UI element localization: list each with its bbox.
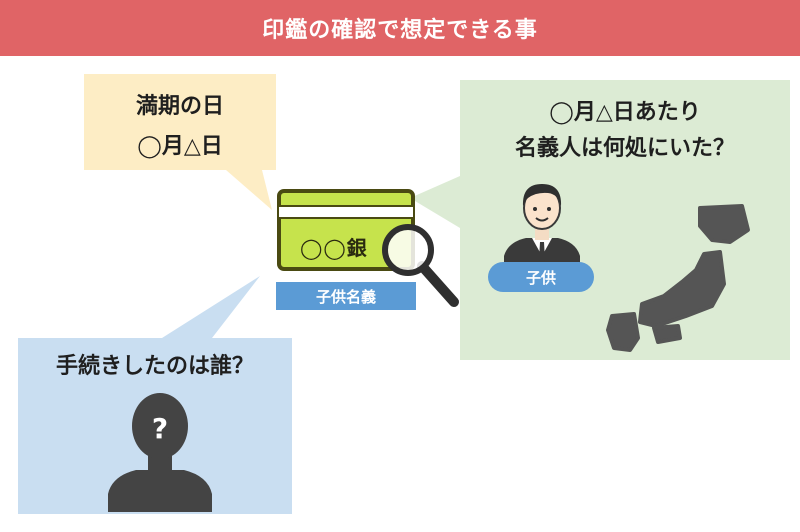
maturity-bubble-shape xyxy=(84,74,276,210)
passbook-name-label: 子供名義 xyxy=(276,282,416,310)
businessman-icon xyxy=(504,184,580,272)
japan-map-icon xyxy=(606,204,750,352)
passbook-owner-text: 子供名義 xyxy=(315,287,376,306)
maturity-date: ◯月△日 xyxy=(137,134,223,159)
procedure-bubble: 手続きしたのは誰？ xyxy=(18,338,292,379)
header-bar: 印鑑の確認で想定できる事 xyxy=(0,0,800,56)
unknown-question-mark: ? xyxy=(151,412,169,445)
passbook-bank-name: ◯◯銀 xyxy=(300,236,368,260)
unknown-person-icon xyxy=(108,393,212,512)
person-badge: 子供 xyxy=(488,262,594,292)
procedure-question: 手続きしたのは誰？ xyxy=(55,354,254,379)
location-question-line2: 名義人は何処にいた？ xyxy=(514,136,735,161)
maturity-bubble: 満期の日 ◯月△日 xyxy=(84,74,276,170)
location-question-line1: ◯月△日あたり xyxy=(549,100,701,125)
page-title: 印鑑の確認で想定できる事 xyxy=(262,18,538,43)
person-badge-label: 子供 xyxy=(525,268,556,287)
magnifier-icon xyxy=(382,224,459,307)
location-bubble: ◯月△日あたり 名義人は何処にいた？ xyxy=(460,80,790,170)
maturity-label: 満期の日 xyxy=(135,94,224,119)
